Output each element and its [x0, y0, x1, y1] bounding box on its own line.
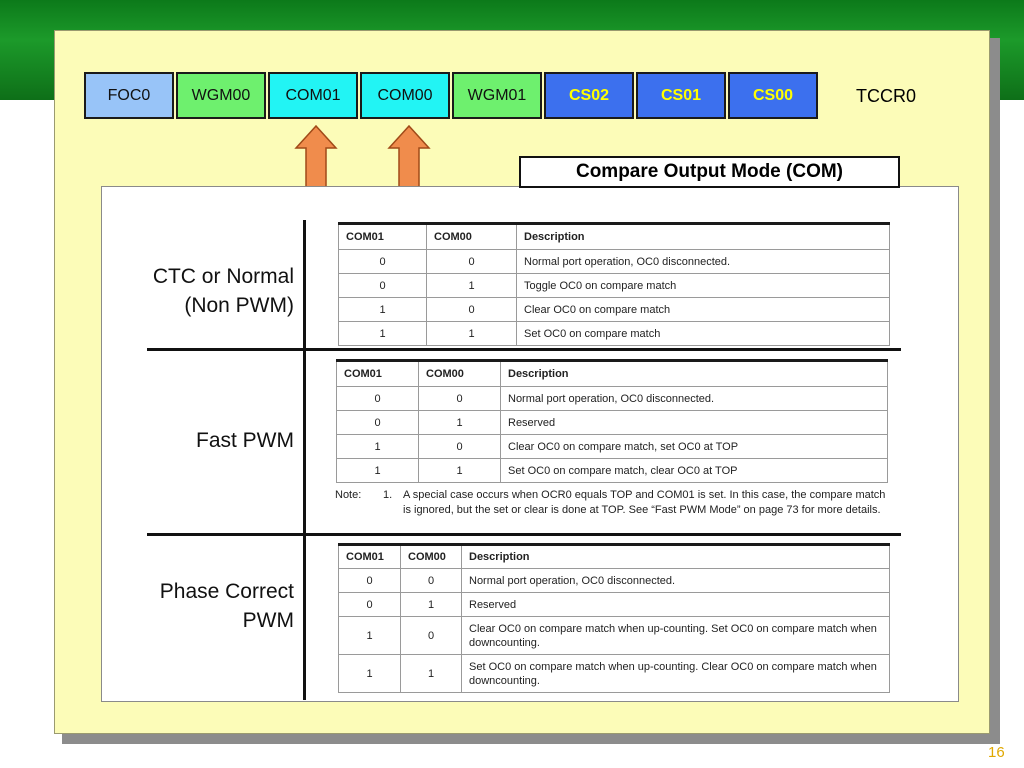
note-text: A special case occurs when OCR0 equals T… — [403, 489, 886, 516]
vertical-divider — [303, 220, 306, 700]
mode-label-line: PWM — [242, 609, 294, 632]
table-cell: 1 — [338, 616, 401, 655]
column-header: Description — [516, 223, 890, 250]
register-bit-wgm00: WGM00 — [176, 72, 266, 119]
table-cell: 0 — [418, 386, 501, 411]
table-row: 1 0 Clear OC0 on compare match when up-c… — [338, 616, 890, 655]
table-cell: 1 — [338, 321, 427, 346]
table-header-row: COM01 COM00 Description — [336, 360, 888, 387]
table-cell: 0 — [426, 297, 517, 322]
table-cell: 1 — [426, 273, 517, 298]
table-cell: 1 — [418, 458, 501, 483]
table-row: 1 0 Clear OC0 on compare match, set OC0 … — [336, 434, 888, 459]
table-row: 0 1 Reserved — [338, 592, 890, 617]
table-header-row: COM01 COM00 Description — [338, 544, 890, 569]
table-cell: 1 — [426, 321, 517, 346]
register-name: TCCR0 — [856, 86, 917, 106]
table-cell: 0 — [400, 568, 462, 593]
separator-2 — [147, 533, 901, 536]
mode-label-line: CTC or Normal — [152, 265, 294, 288]
table-cell: 0 — [338, 568, 401, 593]
column-header: COM00 — [426, 223, 517, 250]
mode-label-line: Phase Correct — [159, 580, 294, 603]
table-cell: Clear OC0 on compare match when up-count… — [461, 616, 890, 655]
mode-label-fast-pwm: Fast PWM — [196, 426, 294, 455]
table-cell: Set OC0 on compare match — [516, 321, 890, 346]
mode-label-phase-correct: Phase Correct PWM — [160, 577, 294, 635]
table-cell: Clear OC0 on compare match, set OC0 at T… — [500, 434, 888, 459]
table-cell: Reserved — [461, 592, 890, 617]
table-cell: 0 — [338, 273, 427, 298]
table-cell: 0 — [338, 249, 427, 274]
table-cell: Normal port operation, OC0 disconnected. — [461, 568, 890, 593]
arrow-up-com01-icon — [294, 124, 338, 188]
separator-1 — [147, 348, 901, 351]
table-cell: Set OC0 on compare match when up-countin… — [461, 654, 890, 693]
column-header: COM00 — [400, 544, 462, 569]
register-bit-com00: COM00 — [360, 72, 450, 119]
table-row: 0 1 Toggle OC0 on compare match — [338, 273, 890, 298]
column-header: COM00 — [418, 360, 501, 387]
note-number: 1. — [383, 489, 393, 501]
table-header-row: COM01 COM00 Description — [338, 223, 890, 250]
table-cell: 1 — [400, 654, 462, 693]
table-cell: Set OC0 on compare match, clear OC0 at T… — [500, 458, 888, 483]
column-header: COM01 — [336, 360, 419, 387]
register-bit-wgm01: WGM01 — [452, 72, 542, 119]
table-cell: 0 — [400, 616, 462, 655]
register-bit-foc0: FOC0 — [84, 72, 174, 119]
com-table-fast-pwm: COM01 COM00 Description 0 0 Normal port … — [336, 359, 888, 483]
table-cell: Reserved — [500, 410, 888, 435]
mode-label-ctc-normal: CTC or Normal (Non PWM) — [153, 262, 294, 320]
table-row: 0 0 Normal port operation, OC0 disconnec… — [336, 386, 888, 411]
table-row: 1 0 Clear OC0 on compare match — [338, 297, 890, 322]
table-cell: 0 — [338, 592, 401, 617]
note-label: Note: — [335, 489, 362, 501]
table-row: 0 0 Normal port operation, OC0 disconnec… — [338, 568, 890, 593]
column-header: COM01 — [338, 223, 427, 250]
register-bit-com01: COM01 — [268, 72, 358, 119]
register-bit-cs01: CS01 — [636, 72, 726, 119]
table-cell: 0 — [426, 249, 517, 274]
tccr0-register: FOC0 WGM00 COM01 COM00 WGM01 CS02 CS01 C… — [84, 72, 820, 119]
com-table-ctc-normal: COM01 COM00 Description 0 0 Normal port … — [338, 222, 890, 346]
table-cell: 1 — [338, 297, 427, 322]
table-row: 0 1 Reserved — [336, 410, 888, 435]
table-row: 1 1 Set OC0 on compare match when up-cou… — [338, 654, 890, 693]
table-cell: Normal port operation, OC0 disconnected. — [516, 249, 890, 274]
table-cell: Toggle OC0 on compare match — [516, 273, 890, 298]
column-header: COM01 — [338, 544, 401, 569]
table-cell: 1 — [400, 592, 462, 617]
table-cell: 1 — [418, 410, 501, 435]
table-cell: Normal port operation, OC0 disconnected. — [500, 386, 888, 411]
table-row: 1 1 Set OC0 on compare match, clear OC0 … — [336, 458, 888, 483]
page-number: 16 — [988, 744, 1005, 761]
table-cell: Clear OC0 on compare match — [516, 297, 890, 322]
mode-label-line: Fast PWM — [196, 429, 294, 452]
com-table-phase-correct: COM01 COM00 Description 0 0 Normal port … — [338, 543, 890, 693]
compare-output-mode-title: Compare Output Mode (COM) — [519, 156, 900, 188]
table-row: 0 0 Normal port operation, OC0 disconnec… — [338, 249, 890, 274]
arrow-up-com00-icon — [387, 124, 431, 188]
register-bit-cs02: CS02 — [544, 72, 634, 119]
table-cell: 0 — [336, 386, 419, 411]
column-header: Description — [461, 544, 890, 569]
column-header: Description — [500, 360, 888, 387]
table-cell: 0 — [336, 410, 419, 435]
table-cell: 1 — [338, 654, 401, 693]
table-row: 1 1 Set OC0 on compare match — [338, 321, 890, 346]
table-cell: 1 — [336, 458, 419, 483]
register-bit-cs00: CS00 — [728, 72, 818, 119]
mode-label-line: (Non PWM) — [184, 294, 294, 317]
table-cell: 0 — [418, 434, 501, 459]
table-cell: 1 — [336, 434, 419, 459]
